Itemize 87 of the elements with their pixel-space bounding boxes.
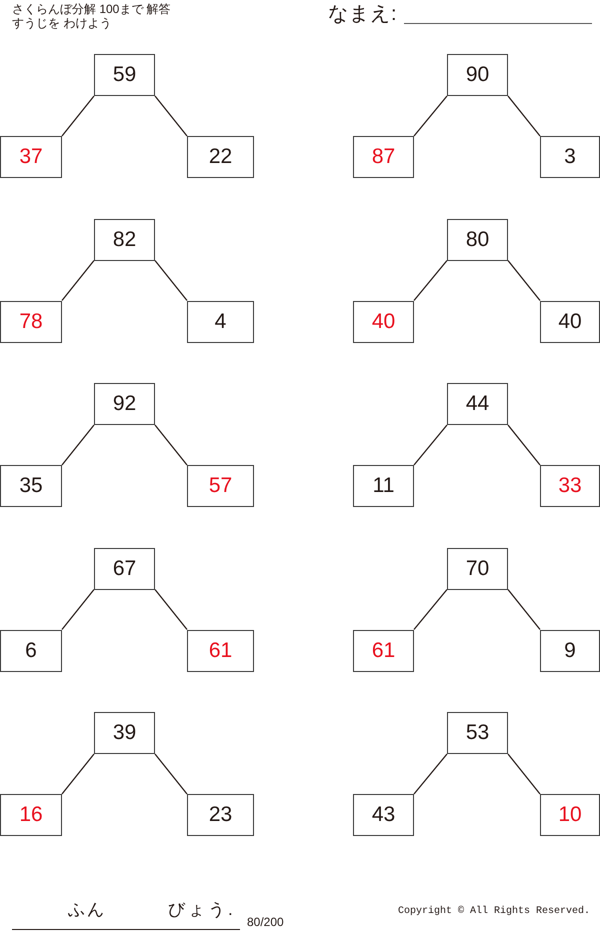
connector-line bbox=[414, 424, 448, 466]
number-text: 78 bbox=[19, 310, 43, 334]
number-text: 33 bbox=[558, 474, 582, 498]
number-text: 3 bbox=[564, 145, 576, 169]
number-box bbox=[353, 465, 414, 507]
number-text: 23 bbox=[208, 803, 232, 827]
minutes-label: ふん bbox=[68, 899, 106, 920]
connector-line bbox=[154, 754, 188, 794]
number-text: 57 bbox=[208, 474, 232, 498]
number-text: 44 bbox=[466, 392, 490, 416]
number-box bbox=[540, 136, 600, 178]
title-text: さくらんぼ分解 100まで 解答 bbox=[12, 2, 171, 16]
number-box bbox=[447, 218, 508, 260]
number-box bbox=[187, 630, 254, 672]
number-box bbox=[447, 54, 508, 96]
number-text: 43 bbox=[372, 803, 396, 827]
subtitle-text: すうじを わけよう bbox=[12, 16, 112, 30]
number-box bbox=[540, 794, 600, 836]
number-box bbox=[0, 300, 62, 342]
connector-line bbox=[414, 96, 448, 136]
connector-line bbox=[508, 96, 540, 136]
number-text: 9 bbox=[564, 638, 576, 662]
number-text: 59 bbox=[112, 63, 136, 87]
score-text: 80/200 bbox=[247, 915, 284, 930]
connector-line bbox=[414, 260, 448, 301]
number-text: 80 bbox=[466, 228, 490, 252]
number-box bbox=[187, 794, 254, 836]
connector-line bbox=[508, 260, 540, 301]
number-text: 67 bbox=[112, 556, 136, 580]
number-text: 53 bbox=[466, 721, 490, 745]
number-box bbox=[187, 300, 254, 342]
connector-line bbox=[62, 589, 94, 630]
number-text: 40 bbox=[372, 310, 396, 334]
number-box bbox=[94, 54, 155, 96]
connector-line bbox=[62, 754, 94, 794]
number-box bbox=[540, 465, 600, 507]
number-box bbox=[0, 630, 62, 672]
number-box bbox=[447, 712, 508, 754]
number-box bbox=[0, 136, 62, 178]
number-text: 22 bbox=[208, 145, 232, 169]
number-text: 37 bbox=[19, 145, 43, 169]
number-box bbox=[540, 630, 600, 672]
number-box bbox=[0, 794, 62, 836]
number-text: 92 bbox=[112, 392, 136, 416]
connector-line bbox=[508, 754, 540, 794]
number-text: 6 bbox=[25, 638, 37, 662]
number-box bbox=[94, 548, 155, 590]
number-box bbox=[540, 300, 600, 342]
number-box bbox=[353, 136, 414, 178]
number-box bbox=[447, 383, 508, 425]
number-box bbox=[94, 218, 155, 260]
connector-line bbox=[154, 589, 188, 630]
number-box bbox=[447, 548, 508, 590]
number-box bbox=[94, 712, 155, 754]
number-text: 82 bbox=[112, 228, 136, 252]
number-text: 39 bbox=[112, 721, 136, 745]
connector-line bbox=[154, 424, 188, 466]
name-label: なまえ: bbox=[328, 2, 398, 27]
number-box bbox=[353, 300, 414, 342]
connector-line bbox=[508, 424, 540, 466]
number-box bbox=[0, 465, 62, 507]
number-text: 40 bbox=[558, 310, 582, 334]
number-text: 90 bbox=[466, 63, 490, 87]
number-box bbox=[353, 794, 414, 836]
connector-line bbox=[154, 260, 188, 301]
number-text: 61 bbox=[372, 638, 396, 662]
copyright-text: Copyright © All Rights Reserved. bbox=[398, 906, 590, 918]
number-box bbox=[353, 630, 414, 672]
number-text: 87 bbox=[372, 145, 396, 169]
connector-line bbox=[414, 589, 448, 630]
connector-line bbox=[62, 260, 94, 301]
number-text: 35 bbox=[19, 474, 43, 498]
connector-line bbox=[154, 96, 188, 136]
number-box bbox=[94, 383, 155, 425]
connector-line bbox=[414, 754, 448, 794]
connector-line bbox=[62, 96, 94, 136]
number-text: 16 bbox=[19, 803, 43, 827]
number-text: 70 bbox=[466, 556, 490, 580]
number-text: 4 bbox=[214, 310, 226, 334]
connector-line bbox=[62, 424, 94, 466]
number-text: 61 bbox=[208, 638, 232, 662]
number-box bbox=[187, 136, 254, 178]
connector-line bbox=[508, 589, 540, 630]
seconds-label: びょう. bbox=[168, 899, 236, 920]
number-text: 10 bbox=[558, 803, 582, 827]
number-text: 11 bbox=[372, 474, 394, 498]
number-box bbox=[187, 465, 254, 507]
